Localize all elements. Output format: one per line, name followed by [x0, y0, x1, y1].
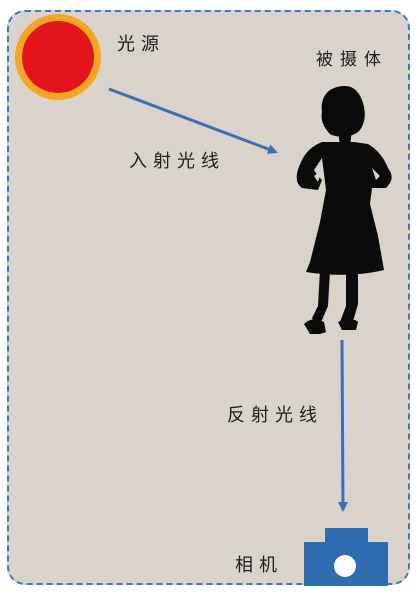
camera-icon — [304, 528, 388, 586]
incident-light-label: 入射光线 — [129, 151, 225, 172]
incident-light-arrow — [108, 87, 278, 154]
subject-label: 被摄体 — [316, 50, 388, 70]
light-source-label: 光源 — [117, 34, 165, 55]
reflected-light-arrow — [337, 339, 348, 512]
person-silhouette-icon — [296, 86, 392, 334]
camera-label: 相机 — [235, 555, 283, 576]
reflected-light-label: 反射光线 — [227, 405, 323, 426]
sun-icon — [15, 14, 101, 100]
